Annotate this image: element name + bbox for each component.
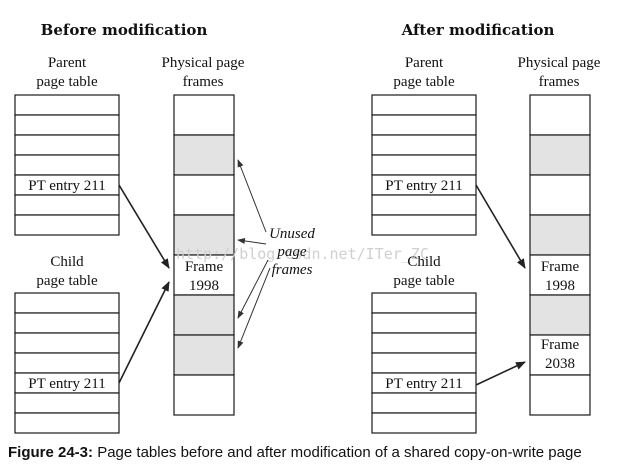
- before-parent-arrow: [118, 184, 170, 269]
- before-child-page-table: PT entry 211: [14, 292, 120, 434]
- before-parent-label-line2: page table: [36, 74, 98, 90]
- after-parent-label-line2: page table: [393, 74, 455, 90]
- unused-pointer-arrows: [237, 159, 271, 349]
- after-child-label-line1: Child: [407, 254, 441, 270]
- after-child-arrow: [475, 361, 526, 386]
- before-parent-page-table: PT entry 211: [14, 94, 120, 236]
- after-parent-entry: PT entry 211: [385, 178, 463, 194]
- before-frame-label-line2: 1998: [189, 278, 219, 294]
- before-physical-label-line1: Physical page: [162, 55, 245, 71]
- before-unused-frame-3: [173, 294, 235, 336]
- after-child-entry: PT entry 211: [385, 376, 463, 392]
- after-frame-a-label-line2: 1998: [545, 278, 575, 294]
- before-title: Before modification: [41, 21, 208, 39]
- after-frame-b-label-line2: 2038: [545, 356, 575, 372]
- before-child-entry: PT entry 211: [28, 376, 106, 392]
- before-physical-label-line2: frames: [183, 74, 224, 90]
- before-child-arrow: [118, 281, 170, 384]
- watermark: http://blog.csdn.net/ITer_ZC: [176, 245, 429, 263]
- before-unused-frame-4: [173, 334, 235, 376]
- unused-label-line3: frames: [272, 262, 313, 278]
- caption-text: Page tables before and after modificatio…: [93, 444, 582, 461]
- before-unused-frame-1: [173, 134, 235, 176]
- unused-label-line1: Unused: [269, 226, 315, 242]
- after-title: After modification: [401, 21, 555, 39]
- before-physical-frames: Frame 1998: [173, 94, 235, 416]
- before-child-label-line2: page table: [36, 273, 98, 289]
- unused-label-line2: page: [276, 244, 307, 260]
- after-parent-page-table: PT entry 211: [371, 94, 477, 236]
- after-child-page-table: PT entry 211: [371, 292, 477, 434]
- before-parent-entry: PT entry 211: [28, 178, 106, 194]
- after-parent-arrow: [475, 184, 526, 269]
- figure-caption: Figure 24-3: Page tables before and afte…: [8, 444, 582, 461]
- after-physical-label-line2: frames: [539, 74, 580, 90]
- caption-figure-number: Figure 24-3:: [8, 444, 93, 461]
- before-parent-label-line1: Parent: [48, 55, 87, 71]
- before-child-label-line1: Child: [50, 254, 84, 270]
- after-frame-a-label-line1: Frame: [541, 259, 580, 275]
- after-child-label-line2: page table: [393, 273, 455, 289]
- after-physical-label-line1: Physical page: [518, 55, 601, 71]
- after-frame-b-label-line1: Frame: [541, 337, 580, 353]
- before-frame-1998: [173, 254, 235, 296]
- after-physical-frames: Frame 1998 Frame 2038: [529, 94, 591, 416]
- after-parent-label-line1: Parent: [405, 55, 444, 71]
- before-frame-label-line1: Frame: [185, 259, 224, 275]
